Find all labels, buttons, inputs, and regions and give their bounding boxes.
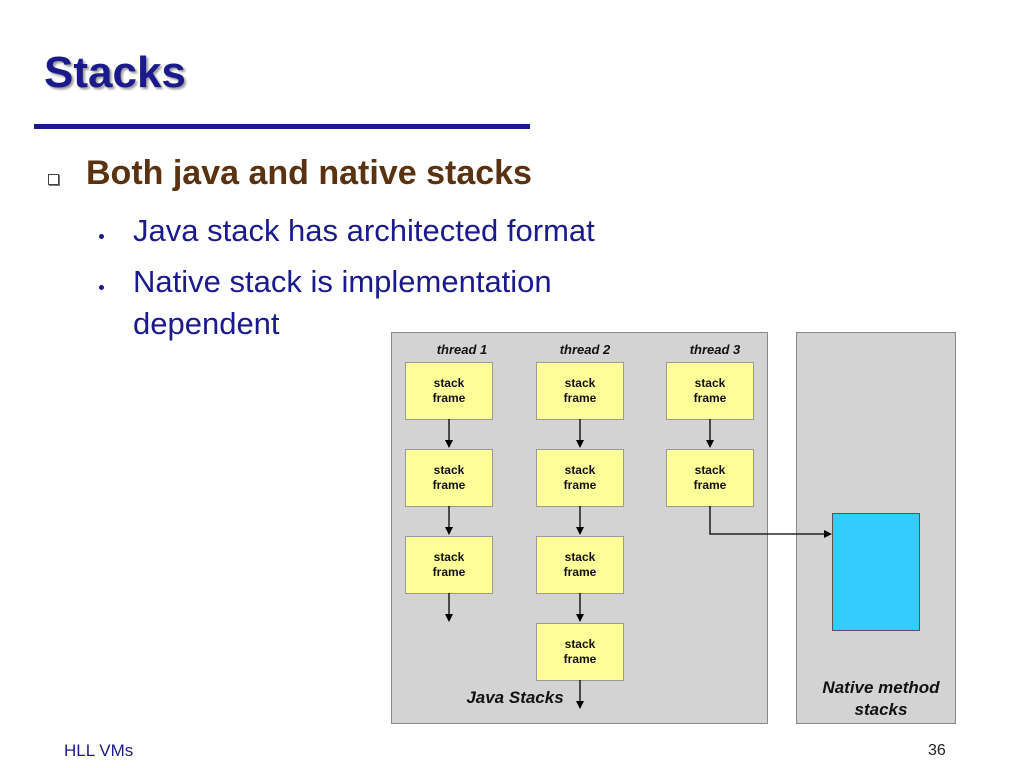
thread-label: thread 2: [559, 342, 611, 357]
main-bullet: Both java and native stacks: [86, 154, 532, 192]
footer-label: HLL VMs: [64, 741, 134, 760]
arrow-to-native: [709, 506, 832, 538]
page-number: 36: [928, 742, 946, 759]
bullet-dot-icon: [99, 234, 104, 239]
thread-label: thread 3: [689, 342, 741, 357]
native-method-stack-box: [832, 513, 920, 631]
native-stacks-caption: Native method stacks: [822, 678, 940, 719]
java-stacks-caption: Java Stacks: [466, 688, 564, 707]
square-bullet-icon: [48, 174, 59, 185]
title-underline: [34, 124, 530, 129]
bullet-dot-icon: [99, 285, 104, 290]
thread-label: thread 1: [436, 342, 488, 357]
slide-title: Stacks: [44, 48, 186, 97]
subbullet-1: Java stack has architected format: [133, 213, 595, 248]
subbullet-2: Native stack is implementation dependent: [133, 264, 552, 341]
